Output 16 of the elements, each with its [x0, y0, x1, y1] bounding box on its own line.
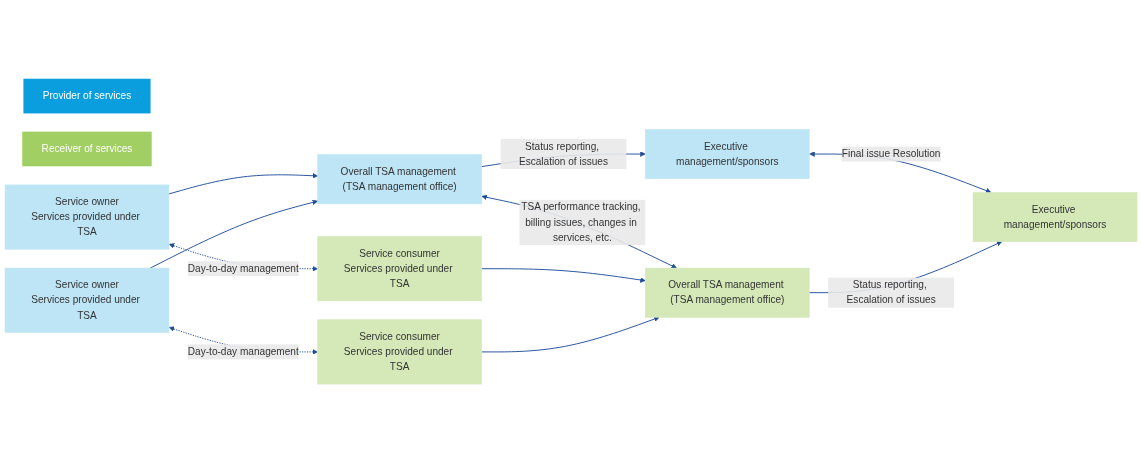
- node-box: Service owner Services provided under TSA: [4, 184, 170, 250]
- edge-label: Day-to-day management: [187, 346, 299, 357]
- node-box: Service consumer Services provided under TSA: [317, 319, 482, 385]
- node-box: Provider of services: [23, 78, 151, 114]
- edge-label: Status reporting, Escalation of issues: [518, 140, 609, 167]
- node-box: Service consumer Services provided under TSA: [317, 236, 482, 302]
- node-box: Executive management/sponsors: [645, 129, 810, 179]
- node-box: Receiver of services: [22, 131, 152, 167]
- edge-label: Final issue Resolution: [841, 148, 941, 160]
- edge-label: Day-to-day management: [187, 263, 299, 274]
- node-box: Executive management/sponsors: [972, 192, 1138, 242]
- node-box: Overall TSA management (TSA management office): [645, 267, 810, 318]
- node-box: Overall TSA management (TSA management office): [317, 154, 482, 205]
- node-box: Service owner Services provided under TSA: [4, 267, 170, 333]
- edge-label: Status reporting, Escalation of issues: [846, 279, 936, 306]
- edge-label: TSA performance tracking, billing issues, changes in services, etc.: [521, 201, 641, 243]
